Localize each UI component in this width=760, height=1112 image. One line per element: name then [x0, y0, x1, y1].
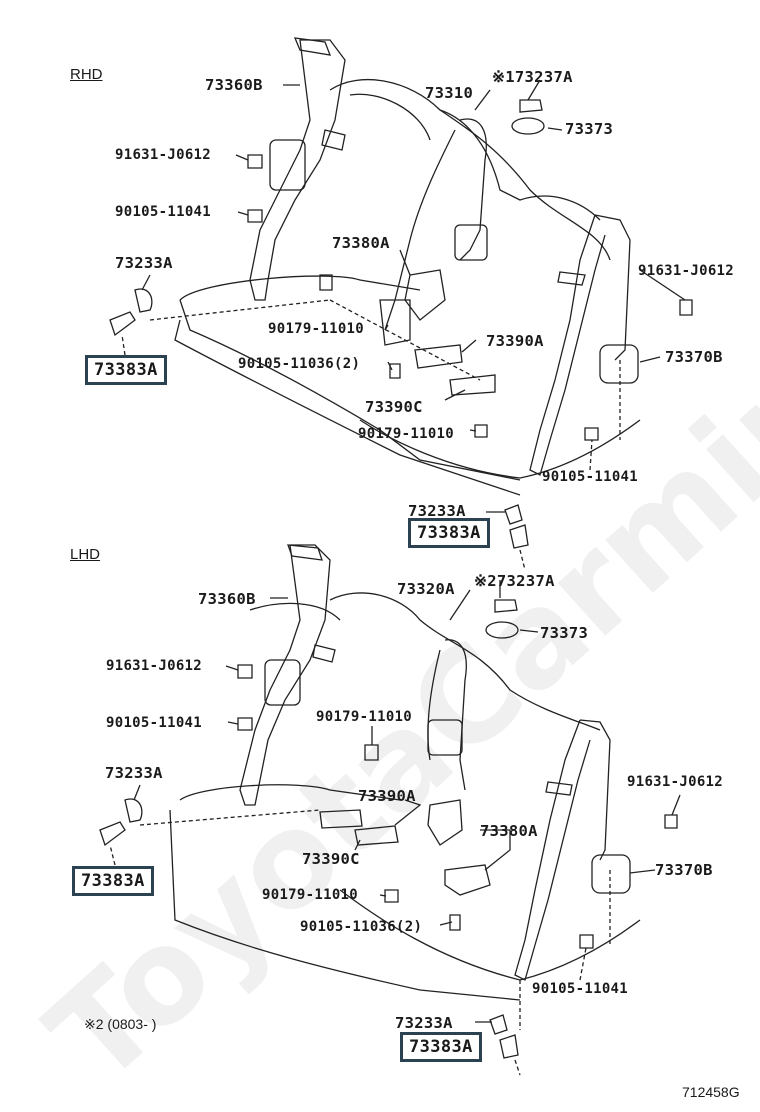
part-label[interactable]: 73390C: [365, 398, 423, 416]
part-label[interactable]: 73390C: [302, 850, 360, 868]
highlighted-part-73383a[interactable]: 73383A: [85, 355, 167, 385]
part-label[interactable]: 73370B: [655, 861, 713, 879]
highlighted-part-73383a[interactable]: 73383A: [400, 1032, 482, 1062]
part-label[interactable]: 90105-11041: [115, 204, 212, 220]
part-label[interactable]: 73390A: [358, 787, 416, 805]
part-label[interactable]: 91631-J0612: [638, 263, 735, 279]
part-label[interactable]: 73233A: [395, 1014, 453, 1032]
part-label[interactable]: 73233A: [105, 764, 163, 782]
part-label[interactable]: 90105-11041: [542, 469, 639, 485]
part-label[interactable]: 73310: [425, 84, 474, 102]
part-label[interactable]: 90179-11010: [358, 426, 455, 442]
part-label[interactable]: 90105-11041: [106, 715, 203, 731]
part-label[interactable]: 73380A: [332, 234, 390, 252]
part-label[interactable]: 73380A: [480, 822, 538, 840]
part-label[interactable]: ※273237A: [474, 572, 555, 590]
diagram-id: 712458G: [682, 1084, 740, 1100]
lhd-drawing: [99, 544, 681, 1076]
part-label[interactable]: 73370B: [665, 348, 723, 366]
part-label[interactable]: 73373: [565, 120, 614, 138]
part-label[interactable]: 73373: [540, 624, 589, 642]
part-label[interactable]: 73233A: [115, 254, 173, 272]
rhd-drawing: [109, 37, 693, 571]
section-title-rhd: RHD: [70, 66, 103, 83]
part-label[interactable]: 73320A: [397, 580, 455, 598]
part-label[interactable]: 90179-11010: [262, 887, 359, 903]
part-label[interactable]: 91631-J0612: [106, 658, 203, 674]
part-label[interactable]: 90105-11036(2): [300, 919, 423, 935]
part-label[interactable]: 91631-J0612: [627, 774, 724, 790]
part-label[interactable]: 90179-11010: [268, 321, 365, 337]
part-label[interactable]: 91631-J0612: [115, 147, 212, 163]
part-label[interactable]: ※173237A: [492, 68, 573, 86]
highlighted-part-73383a[interactable]: 73383A: [408, 518, 490, 548]
part-label[interactable]: 73390A: [486, 332, 544, 350]
section-title-lhd: LHD: [70, 546, 101, 563]
highlighted-part-73383a[interactable]: 73383A: [72, 866, 154, 896]
part-label[interactable]: 90179-11010: [316, 709, 413, 725]
part-label[interactable]: 90105-11041: [532, 981, 629, 997]
footnote: ※2 (0803- ): [84, 1016, 157, 1032]
part-label[interactable]: 73233A: [408, 502, 466, 520]
part-label[interactable]: 90105-11036(2): [238, 356, 361, 372]
part-label[interactable]: 73360B: [198, 590, 256, 608]
part-label[interactable]: 73360B: [205, 76, 263, 94]
